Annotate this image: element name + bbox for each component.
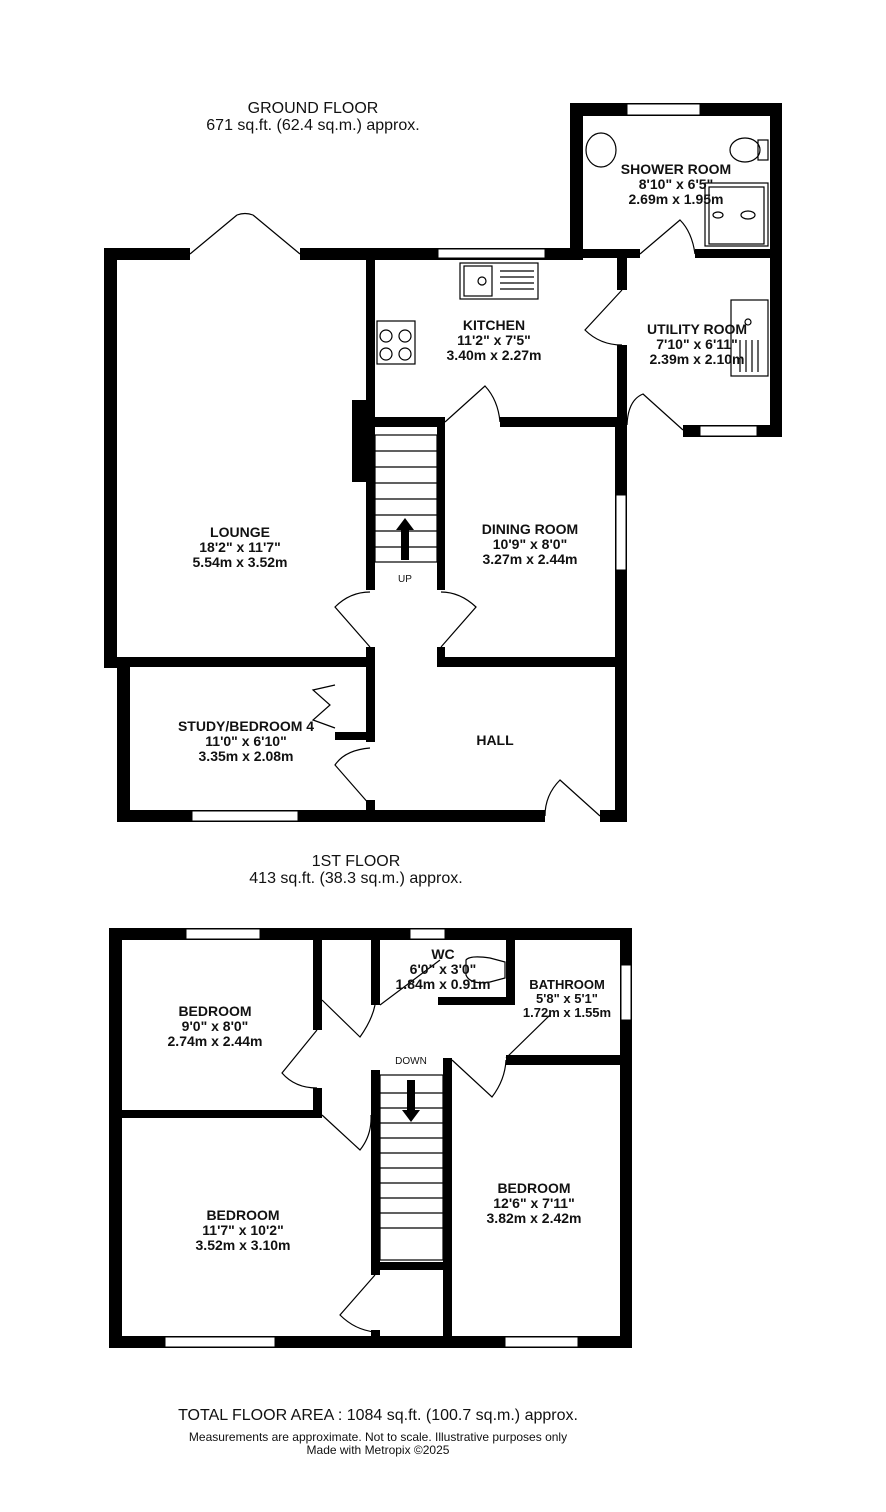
room-label-line: 3.82m x 2.42m xyxy=(486,1210,582,1226)
room-label-line: BEDROOM xyxy=(497,1180,571,1196)
room-label-line: 8'10" x 6'5" xyxy=(638,176,714,192)
room-label-line: STUDY/BEDROOM 4 xyxy=(177,718,315,734)
room-label-line: 1.72m x 1.55m xyxy=(522,1005,612,1020)
first-floor-heading: 1ST FLOOR 413 sq.ft. (38.3 sq.m.) approx… xyxy=(249,853,462,887)
credit: Made with Metropix ©2025 xyxy=(306,1443,450,1457)
room-label-line: HALL xyxy=(476,732,514,748)
room-label-line: 6'0" x 3'0" xyxy=(409,961,477,977)
room-label-line: 12'6" x 7'11" xyxy=(493,1195,575,1211)
first-floor-area: 413 sq.ft. (38.3 sq.m.) approx. xyxy=(249,870,463,887)
room-label-line: SHOWER ROOM xyxy=(620,161,732,177)
ground-floor-area: 671 sq.ft. (62.4 sq.m.) approx. xyxy=(206,117,420,134)
room-label-line: UTILITY ROOM xyxy=(646,321,748,337)
room-label-line: 11'7" x 10'2" xyxy=(202,1222,284,1238)
room-label-line: BATHROOM xyxy=(529,977,605,992)
ground-floor-heading: GROUND FLOOR 671 sq.ft. (62.4 sq.m.) app… xyxy=(206,100,419,134)
ground-floor-walls xyxy=(104,103,782,822)
stairs-down-label: DOWN xyxy=(395,1056,427,1067)
room-label-line: BEDROOM xyxy=(178,1003,252,1019)
room-label-line: 5'8" x 5'1" xyxy=(536,991,598,1006)
room-label-line: 11'0" x 6'10" xyxy=(205,733,287,749)
room-label-line: 2.74m x 2.44m xyxy=(167,1033,263,1049)
ground-floor-doors xyxy=(189,212,696,817)
room-label-line: 11'2" x 7'5" xyxy=(457,332,531,348)
room-label-line: KITCHEN xyxy=(462,317,526,333)
room-label-line: 9'0" x 8'0" xyxy=(181,1018,249,1034)
disclaimer: Measurements are approximate. Not to sca… xyxy=(188,1430,568,1444)
room-label-line: 2.69m x 1.95m xyxy=(628,191,724,207)
room-label-line: 1.84m x 0.91m xyxy=(395,976,491,992)
ground-floor-title: GROUND FLOOR xyxy=(247,100,379,117)
room-label-line: 3.27m x 2.44m xyxy=(482,551,578,567)
room-label-line: WC xyxy=(431,946,455,962)
room-label-line: BEDROOM xyxy=(206,1207,280,1223)
fixtures xyxy=(376,132,769,984)
room-label-line: 3.35m x 2.08m xyxy=(198,748,294,764)
room-label-line: 3.40m x 2.27m xyxy=(446,347,542,363)
first-floor-walls xyxy=(109,928,632,1348)
room-label-line: 10'9" x 8'0" xyxy=(492,536,568,552)
staircase-ground xyxy=(374,434,438,563)
room-label-line: 18'2" x 11'7" xyxy=(199,539,281,555)
stair-down-arrow-icon xyxy=(402,1080,420,1122)
room-label-line: 3.52m x 3.10m xyxy=(195,1237,291,1253)
room-label-line: LOUNGE xyxy=(210,524,270,540)
room-label-line: DINING ROOM xyxy=(481,521,579,537)
room-label-line: 7'10" x 6'11" xyxy=(656,336,738,352)
first-floor-doors xyxy=(281,959,551,1333)
total-floor-area: TOTAL FLOOR AREA : 1084 sq.ft. (100.7 sq… xyxy=(178,1407,578,1424)
room-label-line: 2.39m x 2.10m xyxy=(649,351,745,367)
first-floor-title: 1ST FLOOR xyxy=(311,853,401,870)
stairs-up-label: UP xyxy=(398,574,412,585)
room-label-line: 5.54m x 3.52m xyxy=(192,554,288,570)
room-label-hall: HALL xyxy=(476,733,513,748)
stair-up-arrow-icon xyxy=(396,518,414,560)
staircase-first xyxy=(379,1074,444,1261)
